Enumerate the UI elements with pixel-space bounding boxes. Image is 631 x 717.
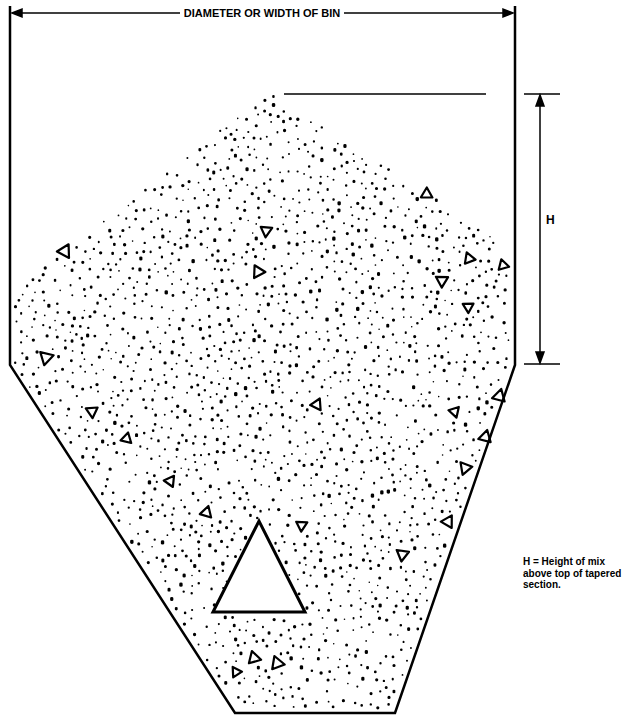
dimension-label: DIAMETER OR WIDTH OF BIN — [180, 7, 344, 20]
mix-particles — [14, 95, 509, 709]
note-text: H = Height of mix above top of tapered s… — [523, 556, 627, 591]
dimension-lines — [12, 9, 560, 364]
bin-outline — [10, 6, 515, 713]
fine-particles — [14, 95, 509, 709]
dimension-symbol: H — [546, 214, 555, 228]
coarse-particles — [40, 188, 509, 678]
center-cone — [213, 521, 305, 612]
